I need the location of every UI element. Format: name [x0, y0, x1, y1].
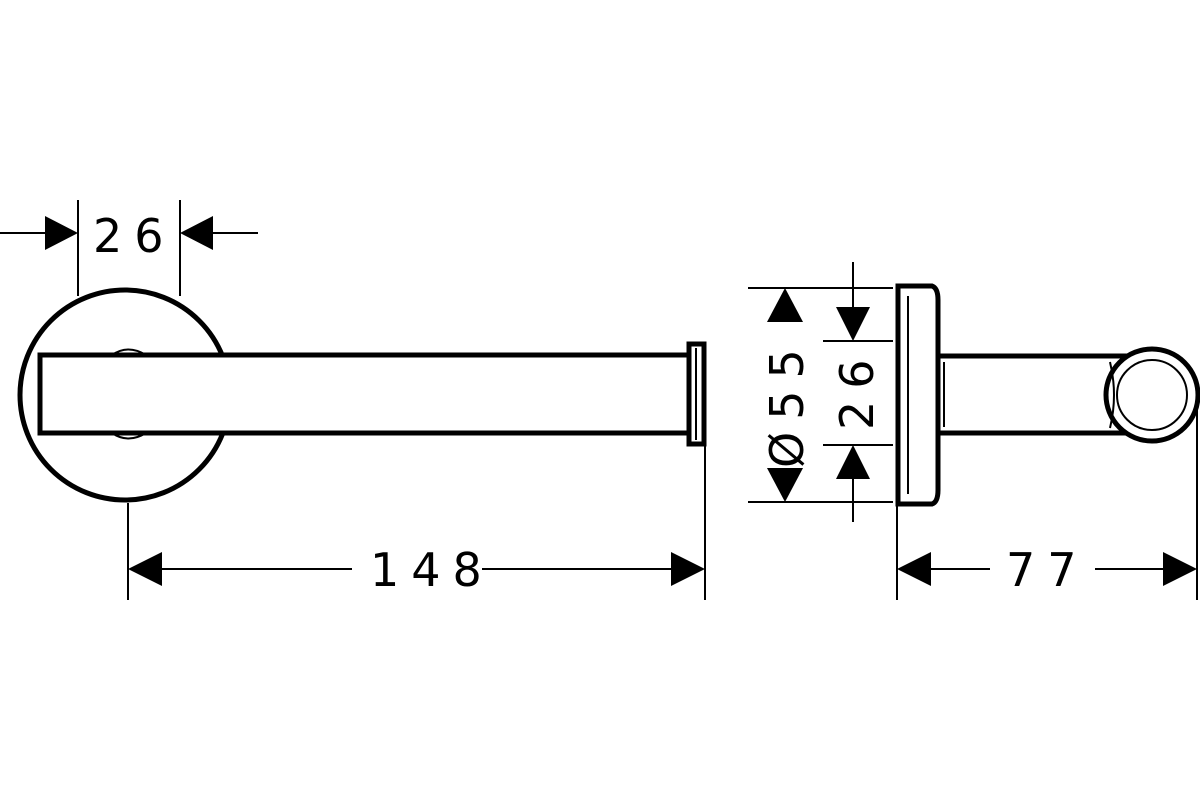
dim-label-depth: 77	[1006, 543, 1089, 597]
arrow-left	[897, 552, 931, 586]
side-view	[895, 283, 1200, 507]
side-ring-collar	[1109, 361, 1115, 429]
dim-label-rosette-diameter: Ø55	[760, 337, 814, 468]
arrow-right	[45, 216, 78, 250]
holder-arm	[37, 352, 703, 436]
arrow-right	[1163, 552, 1197, 586]
arrow-left	[180, 216, 213, 250]
arrow-down	[836, 307, 870, 341]
arrow-up	[836, 445, 870, 479]
dim-bracket-width: 26	[0, 200, 258, 296]
dim-label-length: 148	[370, 543, 494, 597]
side-ring-outer	[1103, 346, 1200, 444]
bracket-bottom-hint	[111, 432, 147, 440]
arrow-up	[767, 288, 803, 322]
dim-depth: 77	[896, 395, 1198, 600]
side-ring-inner	[1116, 359, 1188, 431]
arrow-left	[128, 552, 162, 586]
dim-label-bracket-height: 26	[830, 347, 884, 430]
dim-label-bracket-width: 26	[93, 209, 176, 263]
dim-rosette-diameter: Ø55	[748, 287, 893, 503]
dim-length: 148	[127, 444, 706, 600]
front-view	[17, 287, 707, 503]
arrow-down	[767, 468, 803, 502]
dim-bracket-height: 26	[823, 262, 893, 522]
bracket-top-hint	[111, 348, 147, 356]
arrow-right	[671, 552, 705, 586]
side-arm	[932, 353, 1128, 436]
side-rosette-plate	[895, 283, 941, 507]
